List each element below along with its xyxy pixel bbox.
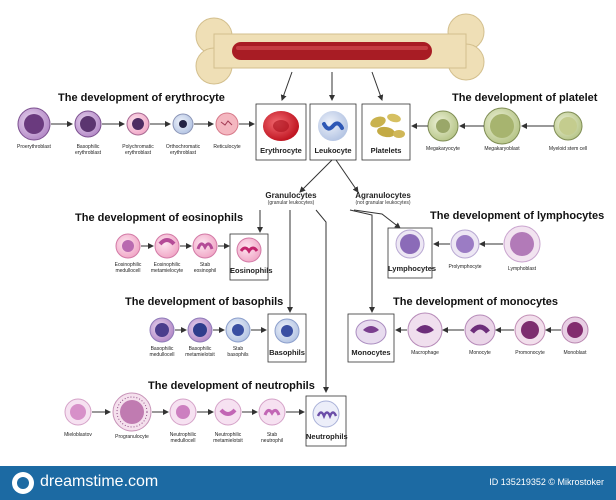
arrow-bone-erythrocyte [280,71,293,101]
diagram-graphics [17,13,589,447]
eosinophil-development-row [115,233,230,259]
platelet-development-row [411,107,583,145]
cell-label: Stab basophils [227,346,249,358]
title-monocytes-development: The development of monocytes [393,296,559,308]
label-eosinophils: Eosinophils [230,266,273,275]
cell-label: Basophilic metamielotsit [185,346,215,358]
label-granulocytes-sub: (granular leukocytes) [267,200,315,206]
cell-label: Orthochromatic erythroblast [165,144,201,156]
footer-bar: dreamstime.com ID 135219352 © Mikrostoke… [0,466,616,500]
platelet-icon [370,116,386,128]
label-monocytes: Monocytes [351,348,391,357]
cell-label: Stab eosinophil [193,262,217,274]
basophil-development-row [149,317,267,343]
title-basophils-development: The development of basophils [125,296,284,308]
cell-label: Monocyte [469,350,491,356]
title-platelet-development: The development of platelet [452,92,598,104]
cell-label: Lymphoblast [507,266,537,272]
monocyte-development-row [395,312,589,348]
cell-label: Eosinophilic metamielocyte [150,262,184,274]
neutrophil-development-row [64,392,305,432]
cell-label: Polychromatic erythroblast [122,144,154,156]
label-erythrocyte: Erythrocyte [260,146,302,155]
cell-icon [154,233,180,259]
title-erythrocyte-development: The development of erythrocyte [58,92,225,104]
cell-label: Stab neutrophil [261,432,283,444]
cell-icon [215,112,239,136]
cell-icon [464,314,496,346]
title-eosinophils-development: The development of eosinophils [75,212,244,224]
cell-label: Monoblast [563,350,587,356]
cell-label: Eosinophilic medullocell [114,262,142,274]
label-agranulocytes-sub: (not granular leukocytes) [355,200,411,206]
footer-site-name: dreamstime.com [40,473,159,490]
title-lymphocytes-development: The development of lymphocytes [430,210,605,222]
dreamstime-logo-icon [12,472,34,494]
cell-label: Reticulocyte [213,144,241,150]
cell-label: Prolymphocyte [448,264,482,270]
label-platelets: Platelets [370,146,402,155]
arrow-bone-platelets [371,71,384,101]
cell-label: Basophilic erythroblast [74,144,102,156]
label-granulocytes: Granulocytes [265,191,317,200]
label-leukocyte: Leukocyte [314,146,352,155]
footer-image-id: ID 135219352 © Mikrostoker [489,477,604,487]
cell-label: Neutrophilic medullocell [169,432,197,444]
cell-label: Megakaryoblast [484,146,520,152]
title-neutrophils-development: The development of neutrophils [148,380,315,392]
label-agranulocytes: Agranulocytes [355,191,411,200]
cell-label: Proerythroblast [17,144,51,150]
cell-label: Neutrophilic metamielotsit [213,432,243,444]
label-neutrophils: Neutrophils [306,432,348,441]
bone-illustration [195,13,485,85]
label-lymphocytes: Lymphocytes [388,264,437,273]
cell-label: Basophilic medullocell [149,346,175,358]
lymphocyte-development-row [433,225,541,263]
cell-label: Progranulocyte [115,434,149,440]
cell-label: Macrophage [411,350,439,356]
cell-label: Myeloid stem cell [548,146,588,152]
erythrocyte-development-row [17,107,255,141]
label-basophils: Basophils [269,348,305,357]
cell-label: Megakaryocyte [426,146,460,152]
cell-label: Promonocyte [515,350,545,356]
cell-label: Mieloblastov [64,432,92,438]
